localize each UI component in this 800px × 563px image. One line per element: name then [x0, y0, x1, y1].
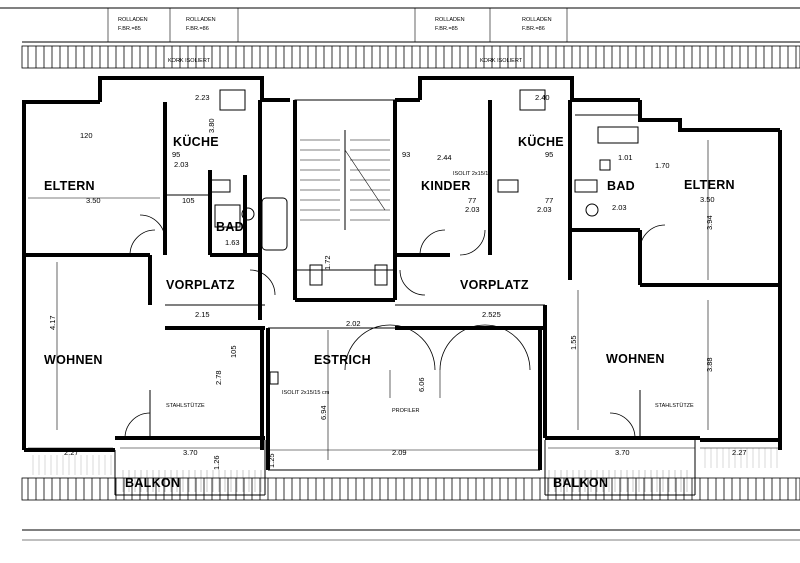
note-isolit-kinder: ISOLIT 2x15/15 — [453, 171, 491, 177]
note-profiler: PROFILER — [392, 408, 420, 414]
note-rollladen-3: ROLLADEN — [435, 17, 465, 23]
note-stahlstuetze-left: STAHLSTÜTZE — [166, 402, 205, 409]
dim-278: 2.78 — [214, 370, 223, 385]
note-fbr-1: F.BR.=85 — [118, 26, 141, 32]
dim-606: 6.06 — [417, 377, 426, 392]
room-balkon-left: BALKON — [125, 476, 180, 490]
dim-380: 3.80 — [207, 118, 216, 133]
dim-417: 4.17 — [48, 315, 57, 330]
dim-2525: 2.525 — [482, 310, 501, 319]
dim-126: 1.26 — [212, 455, 221, 470]
room-vorplatz-right: VORPLATZ — [460, 278, 529, 292]
room-wohnen-right: WOHNEN — [606, 352, 665, 366]
dim-370-left: 3.70 — [183, 448, 198, 457]
roof-top — [0, 7, 800, 69]
dim-370-right: 3.70 — [615, 448, 630, 457]
dim-227-left: 2.27 — [64, 448, 79, 457]
room-bad-right: BAD — [607, 179, 635, 193]
dim-93: 93 — [402, 150, 410, 159]
dim-172: 1.72 — [323, 255, 332, 270]
room-kueche-right: KÜCHE — [518, 134, 564, 149]
note-isolit-estrich: ISOLIT 2x15/15 cm — [282, 390, 330, 396]
dim-95-b: 95 — [545, 150, 553, 159]
dim-209: 2.09 — [392, 448, 407, 457]
dim-101: 1.01 — [618, 153, 633, 162]
dim-163: 1.63 — [225, 238, 240, 247]
note-kork-right: KORK ISOLIERT — [480, 58, 523, 64]
stairwell — [293, 99, 397, 302]
dim-215: 2.15 — [195, 310, 210, 319]
room-eltern-right: ELTERN — [684, 178, 735, 192]
dim-105-b: 105 — [229, 345, 238, 358]
dimension-lines — [28, 140, 778, 460]
left-unit-walls — [24, 100, 266, 496]
dim-388: 3.88 — [705, 357, 714, 372]
dim-394: 3.94 — [705, 215, 714, 230]
dim-203-d: 2.03 — [612, 203, 627, 212]
dim-223: 2.23 — [195, 93, 210, 102]
note-kork-left: KORK ISOLIERT — [168, 58, 211, 64]
dim-170: 1.70 — [655, 161, 670, 170]
dim-155: 1.55 — [569, 335, 578, 350]
dim-120: 120 — [80, 131, 93, 140]
room-vorplatz-left: VORPLATZ — [166, 278, 235, 292]
room-kueche-left: KÜCHE — [173, 134, 219, 149]
dim-77-b: 77 — [545, 196, 553, 205]
dim-240: 2.40 — [535, 93, 550, 102]
dim-350-left: 3.50 — [86, 196, 101, 205]
room-wohnen-left: WOHNEN — [44, 353, 103, 367]
door-swings — [124, 214, 666, 439]
balconies — [28, 448, 778, 492]
dim-203-a: 2.03 — [174, 160, 189, 169]
note-stahlstuetze-right: STAHLSTÜTZE — [655, 402, 694, 409]
room-bad-left: BAD — [216, 220, 244, 234]
dim-227-right: 2.27 — [732, 448, 747, 457]
room-estrich: ESTRICH — [314, 353, 371, 367]
room-eltern-left: ELTERN — [44, 179, 95, 193]
note-rollladen-2: ROLLADEN — [186, 17, 216, 23]
dim-694: 6.94 — [319, 405, 328, 420]
dim-125: 1.25 — [267, 453, 276, 468]
dim-203-c: 2.03 — [537, 205, 552, 214]
dim-350-right: 3.50 — [700, 195, 715, 204]
dim-202: 2.02 — [346, 319, 361, 328]
dim-244: 2.44 — [437, 153, 452, 162]
note-fbr-4: F.BR.=86 — [522, 26, 545, 32]
room-kinder: KINDER — [421, 179, 471, 193]
note-rollladen-4: ROLLADEN — [522, 17, 552, 23]
note-rollladen-1: ROLLADEN — [118, 17, 148, 23]
right-unit-walls — [395, 100, 780, 496]
fixtures — [209, 89, 639, 385]
estrich-walls — [266, 324, 542, 471]
room-balkon-right: BALKON — [553, 476, 608, 490]
dim-95-a: 95 — [172, 150, 180, 159]
dim-203-b: 2.03 — [465, 205, 480, 214]
dim-77-a: 77 — [468, 196, 476, 205]
note-fbr-3: F.BR.=85 — [435, 26, 458, 32]
outer-walls — [22, 76, 782, 452]
dim-105-a: 105 — [182, 196, 195, 205]
note-fbr-2: F.BR.=86 — [186, 26, 209, 32]
